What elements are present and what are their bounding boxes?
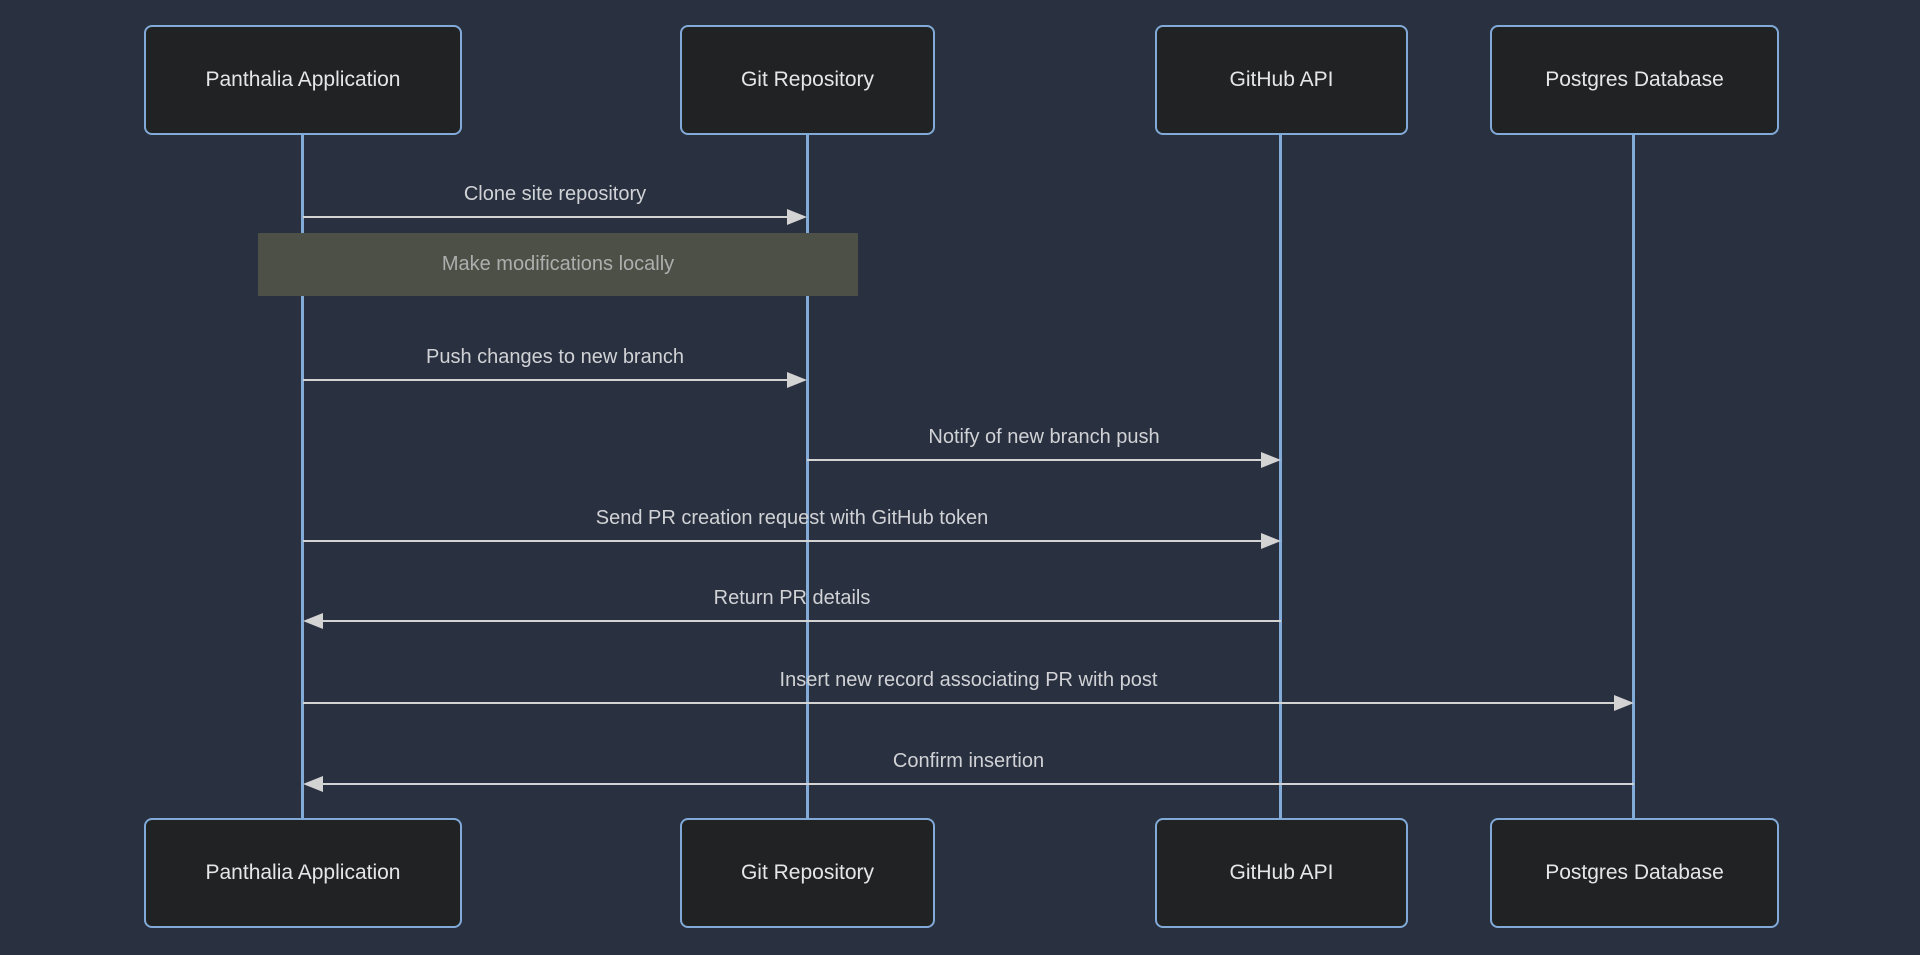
message-label-push-changes: Push changes to new branch [426,346,684,368]
message-line [303,540,1265,542]
actor-bottom-postgres: Postgres Database [1490,818,1779,928]
message-line [319,783,1634,785]
message-line [319,620,1281,622]
lifeline-panthalia [301,132,304,822]
message-line [303,702,1618,704]
lifeline-postgres [1632,132,1635,822]
lifeline-github [1279,132,1282,822]
arrowhead-left-icon [303,613,323,629]
arrowhead-right-icon [787,209,807,225]
actor-top-git: Git Repository [680,25,935,135]
lifeline-git [806,132,809,822]
actor-top-panthalia: Panthalia Application [144,25,462,135]
arrowhead-right-icon [1614,695,1634,711]
arrowhead-right-icon [1261,533,1281,549]
message-line [303,379,791,381]
message-label-return-pr-details: Return PR details [713,587,871,609]
actor-bottom-git: Git Repository [680,818,935,928]
message-label-clone-site-repository: Clone site repository [463,183,647,205]
actor-top-github: GitHub API [1155,25,1408,135]
actor-bottom-panthalia: Panthalia Application [144,818,462,928]
message-label-send-pr-request: Send PR creation request with GitHub tok… [595,507,989,529]
message-line [303,216,791,218]
message-line [807,459,1265,461]
message-label-notify-branch-push: Notify of new branch push [928,426,1160,448]
actor-bottom-github: GitHub API [1155,818,1408,928]
arrowhead-right-icon [1261,452,1281,468]
message-label-confirm-insertion: Confirm insertion [892,750,1045,772]
arrowhead-left-icon [303,776,323,792]
arrowhead-right-icon [787,372,807,388]
actor-top-postgres: Postgres Database [1490,25,1779,135]
note-make-modifications-locally: Make modifications locally [258,233,858,296]
message-label-insert-record: Insert new record associating PR with po… [779,669,1158,691]
